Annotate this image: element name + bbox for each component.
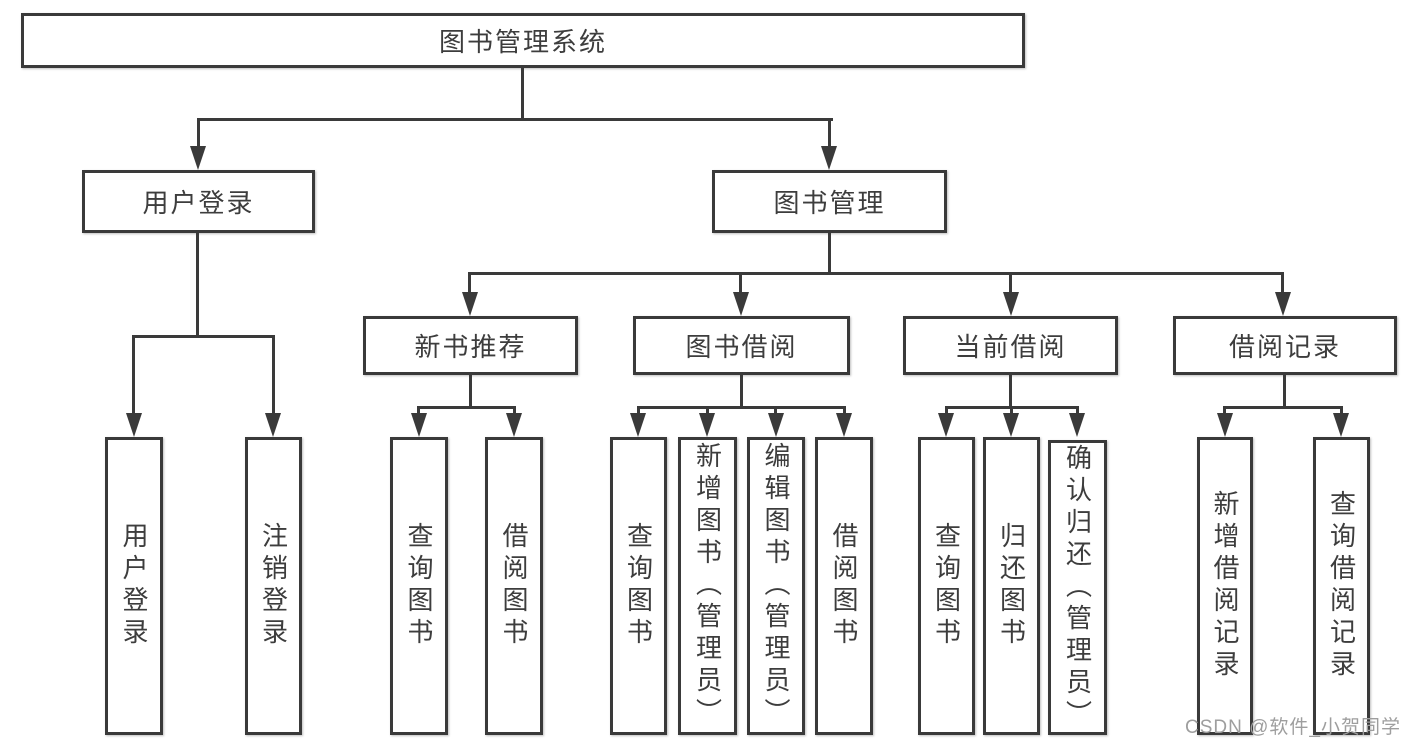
leaf-borrowing-borrow-books: 借阅图书 bbox=[815, 437, 873, 735]
leaf-label: 查询图书 bbox=[404, 522, 434, 650]
leaf-borrowing-edit-books-admin: 编辑图书（管理员） bbox=[747, 437, 805, 735]
connector-arrowhead-down bbox=[126, 413, 142, 437]
connector-hline bbox=[132, 335, 275, 338]
connector-arrowhead-down bbox=[699, 413, 715, 437]
node-library-management-system: 图书管理系统 bbox=[21, 13, 1025, 68]
connector-vline bbox=[469, 375, 472, 406]
connector-arrowhead-down bbox=[506, 413, 522, 437]
connector-arrowhead-down bbox=[1333, 413, 1349, 437]
connector-vline bbox=[196, 233, 199, 335]
connector-vline bbox=[1283, 375, 1286, 406]
connector-vline bbox=[706, 406, 709, 415]
leaf-label: 新增图书（管理员） bbox=[692, 442, 723, 730]
connector-arrowhead-down bbox=[630, 413, 646, 437]
node-label: 图书管理系统 bbox=[438, 27, 607, 57]
connector-vline bbox=[1010, 406, 1013, 415]
leaf-borrowing-query-books: 查询图书 bbox=[610, 437, 667, 735]
connector-arrowhead-down bbox=[265, 413, 281, 437]
connector-vline bbox=[1340, 406, 1343, 415]
connector-arrowhead-down bbox=[411, 413, 427, 437]
leaf-records-add-borrow-record: 新增借阅记录 bbox=[1197, 437, 1253, 735]
leaf-newbook-borrow-books: 借阅图书 bbox=[485, 437, 543, 735]
node-label: 新书推荐 bbox=[414, 332, 527, 362]
connector-hline bbox=[197, 118, 833, 121]
connector-arrowhead-down bbox=[938, 413, 954, 437]
connector-vline bbox=[1009, 375, 1012, 406]
leaf-label: 新增借阅记录 bbox=[1210, 490, 1240, 682]
leaf-label: 查询图书 bbox=[931, 522, 962, 650]
leaf-borrowing-add-books-admin: 新增图书（管理员） bbox=[678, 437, 737, 735]
connector-arrowhead-down bbox=[1217, 413, 1233, 437]
node-user-login: 用户登录 bbox=[82, 170, 315, 233]
connector-arrowhead-down bbox=[462, 292, 478, 316]
connector-vline bbox=[1009, 272, 1012, 294]
connector-arrowhead-down bbox=[190, 146, 206, 170]
leaf-label: 归还图书 bbox=[996, 522, 1027, 650]
node-book-management: 图书管理 bbox=[712, 170, 947, 233]
connector-vline bbox=[1281, 272, 1284, 294]
connector-arrowhead-down bbox=[836, 413, 852, 437]
node-book-borrowing: 图书借阅 bbox=[633, 316, 850, 375]
node-label: 用户登录 bbox=[142, 188, 255, 218]
node-current-borrowing: 当前借阅 bbox=[903, 316, 1118, 375]
connector-arrowhead-down bbox=[1069, 413, 1085, 437]
node-label: 借阅记录 bbox=[1228, 332, 1341, 362]
leaf-label: 借阅图书 bbox=[499, 522, 529, 650]
connector-hline bbox=[1223, 406, 1343, 409]
connector-vline bbox=[828, 233, 831, 272]
connector-vline bbox=[843, 406, 846, 415]
connector-vline bbox=[513, 406, 516, 415]
connector-vline bbox=[739, 272, 742, 294]
connector-vline bbox=[132, 335, 135, 415]
connector-vline bbox=[468, 272, 471, 294]
connector-arrowhead-down bbox=[1003, 413, 1019, 437]
connector-vline bbox=[1223, 406, 1226, 415]
connector-vline bbox=[197, 118, 200, 148]
connector-vline bbox=[774, 406, 777, 415]
leaf-label: 查询图书 bbox=[623, 522, 654, 650]
connector-vline bbox=[521, 68, 524, 118]
connector-vline bbox=[1076, 406, 1079, 415]
connector-vline bbox=[417, 406, 420, 415]
connector-vline bbox=[945, 406, 948, 415]
node-label: 图书管理 bbox=[773, 188, 886, 218]
node-new-book-recommendation: 新书推荐 bbox=[363, 316, 578, 375]
connector-hline bbox=[468, 272, 1284, 275]
leaf-label: 用户登录 bbox=[119, 522, 149, 650]
connector-vline bbox=[740, 375, 743, 406]
connector-arrowhead-down bbox=[1003, 292, 1019, 316]
connector-hline bbox=[637, 406, 846, 409]
connector-vline bbox=[272, 335, 275, 415]
leaf-label: 借阅图书 bbox=[829, 522, 859, 650]
leaf-newbook-query-books: 查询图书 bbox=[390, 437, 448, 735]
connector-vline bbox=[637, 406, 640, 415]
connector-arrowhead-down bbox=[733, 292, 749, 316]
leaf-label: 注销登录 bbox=[258, 522, 289, 650]
leaf-current-return-books: 归还图书 bbox=[983, 437, 1040, 735]
leaf-records-query-borrow-record: 查询借阅记录 bbox=[1313, 437, 1370, 735]
leaf-current-confirm-return-admin: 确认归还（管理员） bbox=[1048, 440, 1107, 735]
node-label: 图书借阅 bbox=[685, 332, 798, 362]
connector-arrowhead-down bbox=[768, 413, 784, 437]
leaf-logout-login: 注销登录 bbox=[245, 437, 302, 735]
connector-arrowhead-down bbox=[821, 146, 837, 170]
connector-hline bbox=[417, 406, 516, 409]
connector-vline bbox=[828, 118, 831, 148]
connector-arrowhead-down bbox=[1275, 292, 1291, 316]
leaf-label: 查询借阅记录 bbox=[1326, 490, 1357, 682]
leaf-current-query-books: 查询图书 bbox=[918, 437, 975, 735]
leaf-label: 编辑图书（管理员） bbox=[761, 442, 791, 730]
leaf-label: 确认归还（管理员） bbox=[1062, 443, 1093, 732]
node-borrowing-records: 借阅记录 bbox=[1173, 316, 1397, 375]
watermark-text: CSDN @软件_小贺同学 bbox=[1185, 717, 1401, 738]
leaf-user-login: 用户登录 bbox=[105, 437, 163, 735]
node-label: 当前借阅 bbox=[954, 332, 1067, 362]
